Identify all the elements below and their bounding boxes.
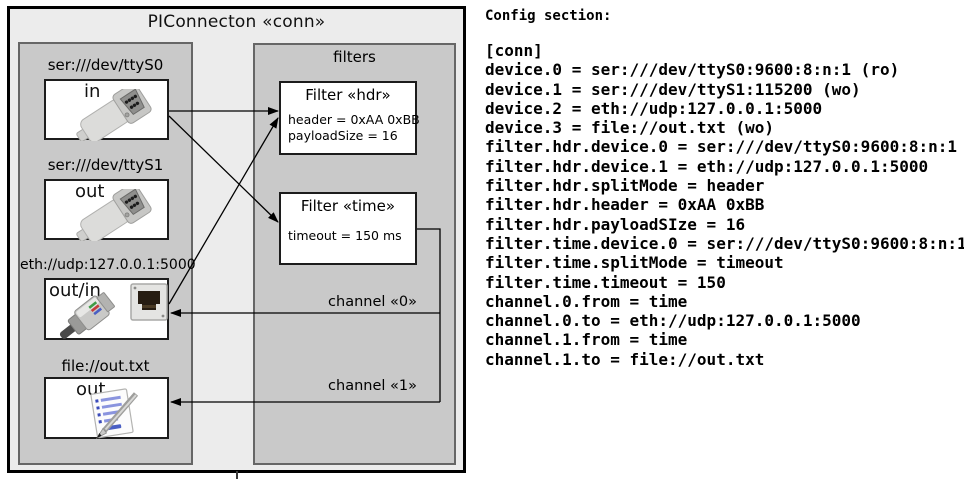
device-box-ttyS0: in: [44, 79, 169, 141]
config-section: [conn] device.0 = ser:///dev/ttyS0:9600:…: [485, 41, 964, 369]
config-line: device.0 = ser:///dev/ttyS0:9600:8:n:1 (…: [485, 60, 900, 80]
config-line: device.2 = eth://udp:127.0.0.1:5000: [485, 98, 823, 118]
config-line: channel.0.from = time: [485, 291, 688, 311]
ethernet-port-icon: [130, 283, 168, 321]
device-mode-label: in: [84, 81, 101, 102]
config-line: channel.0.to = eth://udp:127.0.0.1:5000: [485, 311, 861, 331]
filter-props: timeout = 150 ms: [288, 228, 402, 243]
device-mode-label: out: [75, 181, 105, 202]
channel-1-label: channel «1»: [328, 378, 417, 394]
serial-connector-icon: [76, 189, 152, 241]
device-url-label: ser:///dev/ttyS1: [47, 156, 164, 174]
device-url-label: file://out.txt: [61, 357, 150, 375]
device-url-label: eth://udp:127.0.0.1:5000: [20, 257, 196, 273]
filter-hdr-box: Filter «hdr» header = 0xAA 0xBB payloadS…: [279, 81, 420, 155]
device-box-ttyS1: out: [44, 179, 169, 241]
config-line: filter.hdr.splitMode = header: [485, 176, 765, 196]
serial-connector-icon: [76, 89, 152, 141]
filters-panel: filters Filter «hdr» header = 0xAA 0xBB …: [253, 43, 456, 465]
filter-props: header = 0xAA 0xBB payloadSize = 16: [288, 112, 420, 143]
config-line: device.1 = ser:///dev/ttyS1:115200 (wo): [485, 79, 861, 99]
config-line: filter.time.device.0 = ser:///dev/ttyS0:…: [485, 233, 964, 253]
config-line: filter.time.timeout = 150: [485, 272, 726, 292]
config-line: filter.hdr.device.1 = eth://udp:127.0.0.…: [485, 156, 929, 176]
config-line: filter.hdr.header = 0xAA 0xBB: [485, 195, 765, 215]
diagram-title: PIConnecton «conn»: [147, 12, 326, 32]
config-line: [conn]: [485, 41, 543, 60]
device-mode-label: out/in: [49, 280, 101, 301]
filters-panel-title: filters: [333, 48, 376, 66]
filter-time-box: Filter «time» timeout = 150 ms: [279, 192, 417, 265]
config-heading: Config section:: [485, 8, 612, 24]
config-line: channel.1.from = time: [485, 330, 688, 350]
notepad-pen-icon: [90, 388, 139, 439]
ethernet-plug-icon: [59, 292, 115, 339]
devices-panel: ser:///dev/ttyS0 in ser:///dev/ttyS1: [18, 42, 196, 465]
piconnecton-frame: PIConnecton «conn» ser:///dev/ttyS0 in: [7, 6, 466, 473]
device-box-eth: out/in: [44, 278, 169, 340]
device-url-label: ser:///dev/ttyS0: [47, 56, 164, 74]
filter-title: Filter «time»: [300, 197, 396, 215]
frame-bottom-tick: [236, 471, 238, 479]
device-box-file: out: [44, 377, 169, 439]
config-line: device.3 = file://out.txt (wo): [485, 118, 774, 138]
channel-0-label: channel «0»: [328, 294, 417, 310]
config-line: filter.hdr.device.0 = ser:///dev/ttyS0:9…: [485, 137, 958, 157]
config-line: channel.1.to = file://out.txt: [485, 349, 765, 369]
config-line: filter.time.splitMode = timeout: [485, 253, 784, 273]
filter-title: Filter «hdr»: [305, 86, 391, 104]
config-line: filter.hdr.payloadSIze = 16: [485, 214, 746, 234]
